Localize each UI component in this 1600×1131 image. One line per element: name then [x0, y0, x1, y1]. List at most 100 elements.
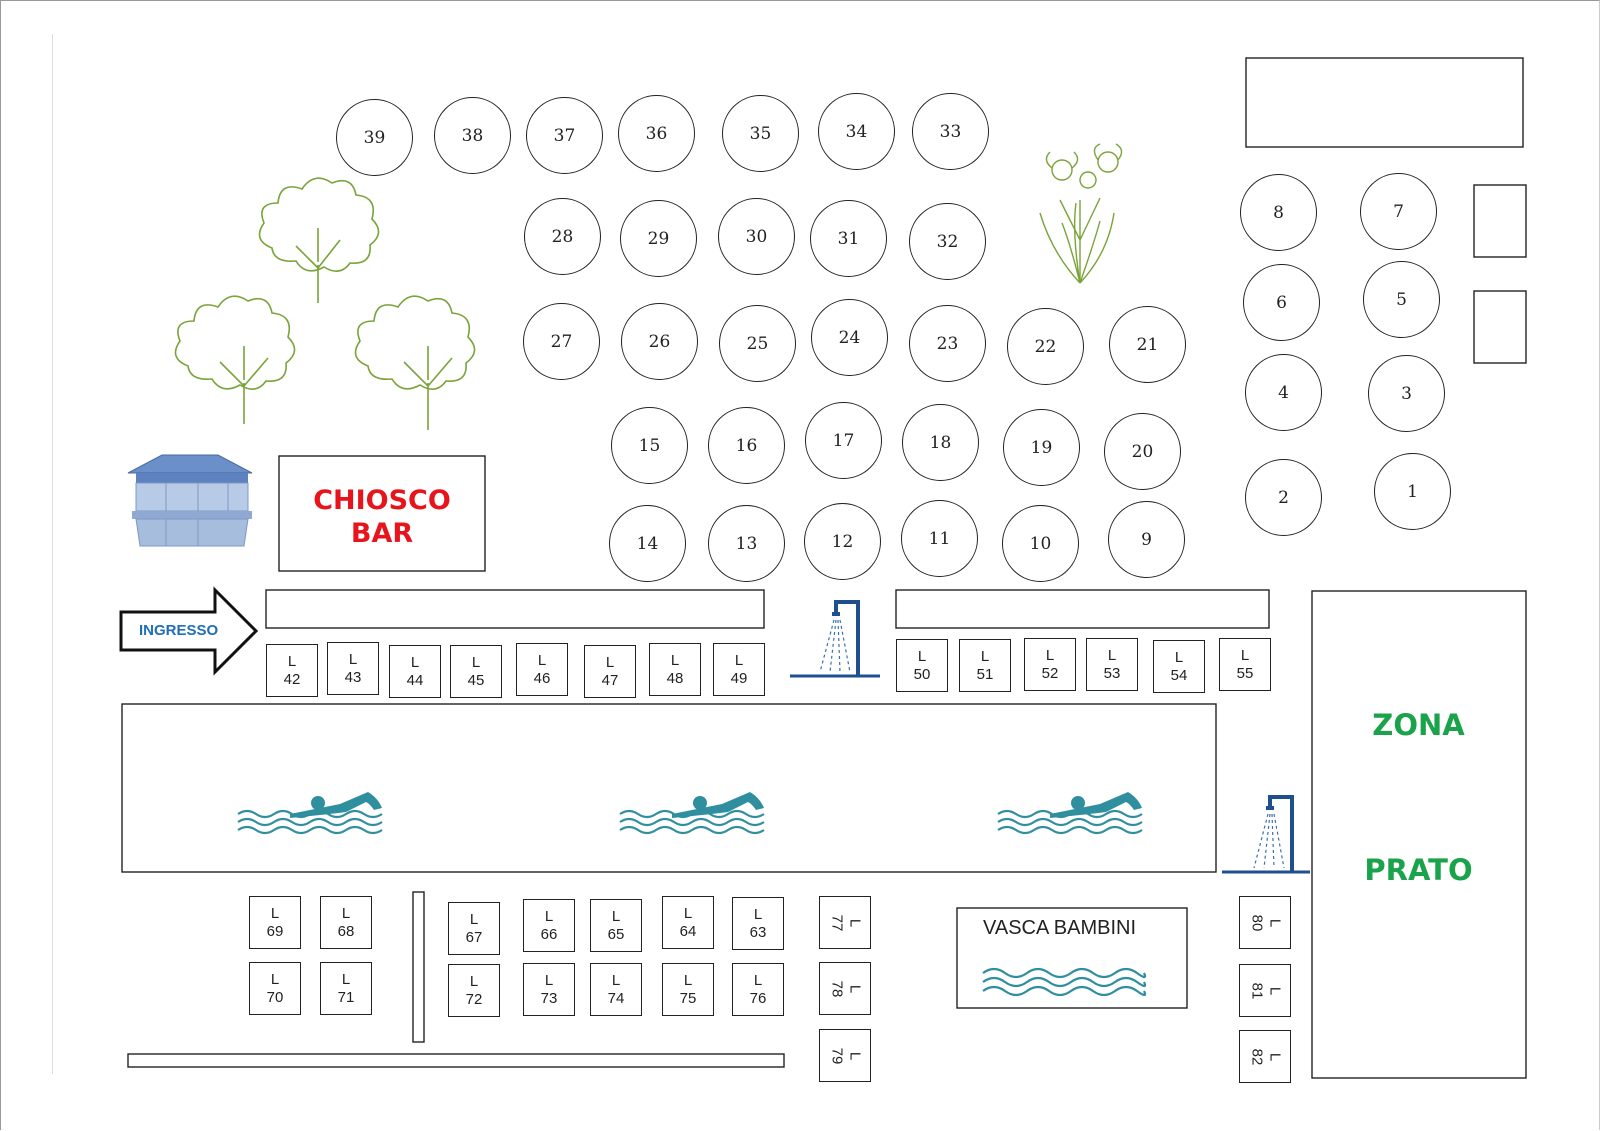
umbrella-number: 16 [735, 435, 758, 456]
storage-area [1245, 57, 1524, 148]
umbrella-number: 15 [638, 435, 661, 456]
umbrella-9[interactable]: 9 [1108, 501, 1185, 578]
umbrella-13[interactable]: 13 [708, 505, 785, 582]
umbrella-number: 32 [936, 231, 959, 252]
umbrella-4[interactable]: 4 [1245, 354, 1322, 431]
lettino-letter: L [611, 971, 621, 989]
umbrella-28[interactable]: 28 [524, 198, 601, 275]
umbrella-18[interactable]: 18 [902, 404, 979, 481]
umbrella-14[interactable]: 14 [609, 505, 686, 582]
umbrella-number: 14 [636, 533, 659, 554]
umbrella-5[interactable]: 5 [1363, 261, 1440, 338]
swimmer-icon [619, 792, 765, 835]
umbrella-15[interactable]: 15 [611, 407, 688, 484]
umbrella-20[interactable]: 20 [1104, 413, 1181, 490]
umbrella-30[interactable]: 30 [718, 198, 795, 275]
umbrella-6[interactable]: 6 [1243, 264, 1320, 341]
umbrella-number: 6 [1276, 292, 1287, 313]
umbrella-33[interactable]: 33 [912, 93, 989, 170]
umbrella-19[interactable]: 19 [1003, 409, 1080, 486]
umbrella-27[interactable]: 27 [523, 303, 600, 380]
lettino-number: 72 [465, 990, 483, 1008]
umbrella-21[interactable]: 21 [1109, 306, 1186, 383]
umbrella-2[interactable]: 2 [1245, 459, 1322, 536]
umbrella-23[interactable]: 23 [909, 305, 986, 382]
umbrella-24[interactable]: 24 [811, 299, 888, 376]
umbrella-3[interactable]: 3 [1368, 355, 1445, 432]
umbrella-26[interactable]: 26 [621, 303, 698, 380]
umbrella-39[interactable]: 39 [336, 99, 413, 176]
umbrella-34[interactable]: 34 [818, 93, 895, 170]
umbrella-32[interactable]: 32 [909, 203, 986, 280]
umbrella-number: 28 [551, 226, 574, 247]
lettino-letter: L [1174, 648, 1184, 666]
umbrella-1[interactable]: 1 [1374, 453, 1451, 530]
umbrella-22[interactable]: 22 [1007, 308, 1084, 385]
umbrella-25[interactable]: 25 [719, 305, 796, 382]
lettino-letter: L [753, 971, 763, 989]
umbrella-10[interactable]: 10 [1002, 505, 1079, 582]
lettino-number: 44 [406, 671, 424, 689]
kiosk-icon [127, 454, 253, 547]
umbrella-31[interactable]: 31 [810, 200, 887, 277]
lettino-letter: L [544, 907, 554, 925]
umbrella-16[interactable]: 16 [708, 407, 785, 484]
umbrella-12[interactable]: 12 [804, 503, 881, 580]
umbrella-29[interactable]: 29 [620, 200, 697, 277]
umbrella-11[interactable]: 11 [901, 500, 978, 577]
umbrella-7[interactable]: 7 [1360, 173, 1437, 250]
umbrella-38[interactable]: 38 [434, 97, 511, 174]
umbrella-number: 4 [1278, 382, 1289, 403]
umbrella-number: 31 [837, 228, 860, 249]
umbrella-35[interactable]: 35 [722, 95, 799, 172]
lettino-letter: L [611, 907, 621, 925]
umbrella-37[interactable]: 37 [526, 97, 603, 174]
umbrella-17[interactable]: 17 [805, 402, 882, 479]
umbrella-8[interactable]: 8 [1240, 174, 1317, 251]
umbrella-36[interactable]: 36 [618, 95, 695, 172]
umbrella-number: 2 [1278, 487, 1289, 508]
umbrella-number: 5 [1396, 289, 1407, 310]
